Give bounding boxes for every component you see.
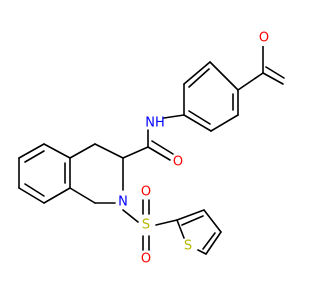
bond — [163, 114, 185, 119]
atom-labels: O NH O N S O O S — [118, 30, 271, 267]
acetylphenyl-ring — [183, 61, 239, 132]
bond-double — [24, 183, 45, 197]
bond — [94, 143, 124, 159]
molecule-diagram: O NH O N S O O S — [18, 30, 285, 267]
bond — [18, 187, 45, 204]
ring-nitrogen-label: N — [118, 195, 128, 210]
sulfonyl-sulfur-label: S — [142, 218, 150, 233]
bond — [43, 143, 71, 159]
bond-double — [24, 150, 45, 163]
bond — [155, 219, 178, 226]
bond-double — [188, 68, 210, 88]
bond-double — [265, 66, 285, 79]
sulfonyl-oxygen-bottom-label: O — [141, 252, 151, 267]
bond-double — [151, 140, 174, 155]
sulfonyl-group — [122, 199, 178, 251]
bond — [197, 249, 207, 255]
bond-double — [181, 215, 204, 226]
bond — [183, 61, 211, 85]
bond-double — [188, 110, 211, 125]
bond — [203, 209, 222, 233]
sulfonyl-oxygen-top-label: O — [141, 185, 151, 200]
carbonyl-oxygen-label: O — [259, 31, 269, 46]
bond — [209, 61, 239, 91]
bond — [183, 114, 212, 132]
bond-double — [202, 232, 216, 250]
bond — [147, 146, 171, 161]
acetyl-group — [237, 42, 285, 91]
bond — [210, 114, 239, 132]
bond — [69, 187, 96, 204]
tetrahydroisoquinoline — [18, 143, 124, 204]
thiophene-ring — [176, 209, 222, 255]
thiophene-sulfur-label: S — [184, 239, 192, 254]
structure-svg: O NH O N S O O S — [18, 30, 285, 267]
amide-oxygen-label: O — [173, 155, 183, 170]
bond — [122, 146, 149, 159]
amide-nh-label: NH — [145, 116, 165, 131]
bond — [176, 209, 205, 221]
bond — [262, 72, 284, 85]
bond — [43, 187, 71, 204]
bond — [69, 143, 96, 159]
bond — [122, 209, 139, 223]
bond — [176, 219, 185, 239]
bond — [237, 72, 264, 91]
amide-group — [122, 114, 185, 161]
bond — [18, 143, 45, 159]
bond — [205, 231, 222, 255]
